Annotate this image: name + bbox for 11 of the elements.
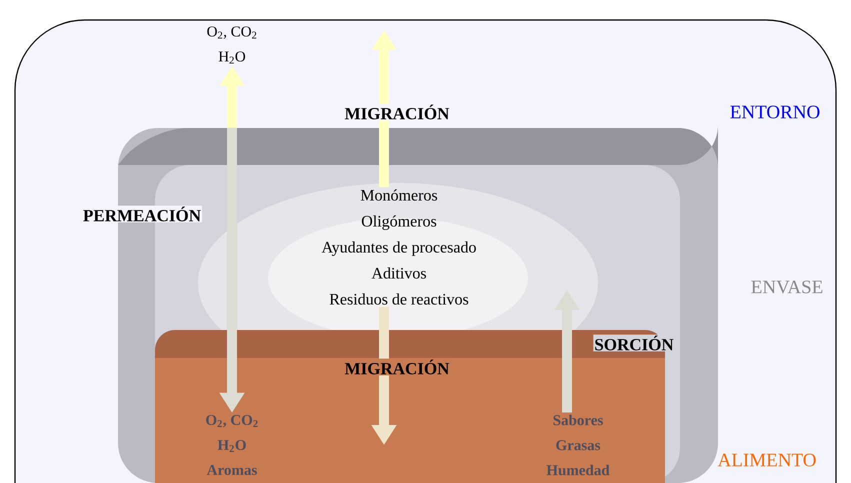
- region-label: ENVASE: [751, 280, 822, 294]
- region-label: ENTORNO: [730, 106, 820, 118]
- text-list: Sabores Grasas Humedad: [546, 414, 610, 476]
- edge-label: SORCIÓN: [593, 334, 675, 352]
- text-list: Monómeros Oligómeros Ayudantes de procesado Aditivos Residuos de reactivos: [322, 189, 476, 305]
- text-list: O$_{2}$, CO$_{2}$ H$_{2}$O Aromas: [206, 414, 258, 476]
- text-list: O$_{2}$, CO$_{2}$ H$_{2}$O: [207, 26, 256, 64]
- edge-label: PERMEACIÓN: [82, 206, 202, 222]
- edge-label: MIGRACIÓN: [344, 358, 450, 376]
- region-label: ALIMENTO: [718, 454, 816, 466]
- edge-label: MIGRACIÓN: [344, 104, 450, 120]
